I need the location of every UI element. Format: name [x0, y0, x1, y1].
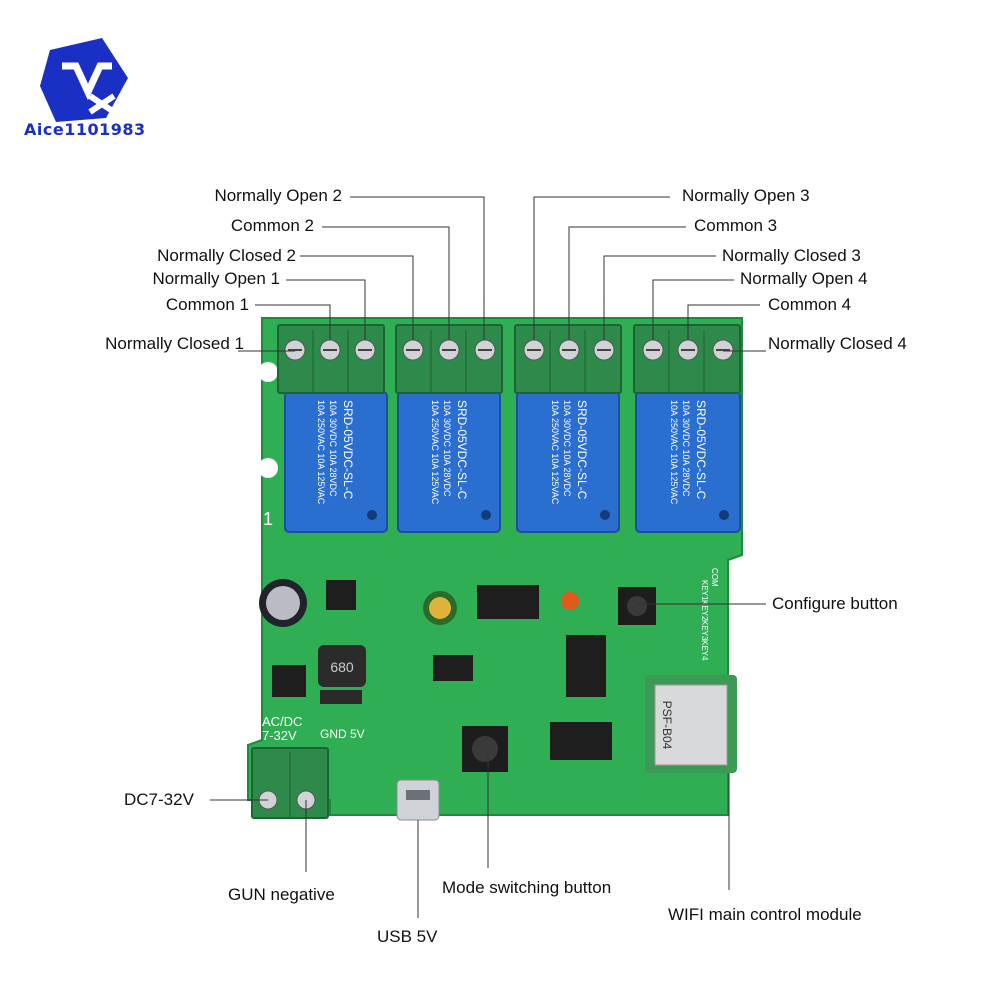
callout-lines — [210, 196, 766, 918]
label-common-1: Common 1 — [165, 295, 249, 314]
callout-com1 — [255, 304, 331, 340]
label-configure-button: Configure button — [772, 594, 898, 613]
label-mode-switching-button: Mode switching button — [442, 878, 612, 897]
mode-button-part — [462, 726, 508, 772]
diode-d1 — [320, 690, 362, 704]
electrolytic-capacitor-large — [259, 579, 307, 627]
status-led — [561, 592, 579, 610]
terminal-block-4 — [633, 324, 741, 394]
terminal-block-3 — [514, 324, 622, 394]
callout-no2 — [350, 196, 485, 340]
label-common-3: Common 3 — [694, 216, 778, 235]
label-gun-negative: GUN negative — [228, 885, 335, 904]
brand-wordmark: Aice1101983 — [24, 120, 146, 139]
silk-number-1: 1 — [263, 509, 273, 529]
callout-no4 — [652, 279, 734, 340]
relay-3-model: SRD-05VDC-SL-C — [575, 400, 589, 500]
callout-nc3 — [603, 255, 716, 340]
regulator-q1 — [272, 665, 306, 697]
label-normally-closed-1: Normally Closed 1 — [105, 334, 244, 353]
electrolytic-capacitor-small — [423, 591, 457, 625]
silk-key1: KEY1 — [700, 580, 709, 601]
terminal-block-1 — [277, 324, 385, 394]
silk-ac-dc: AC/DC — [262, 714, 302, 729]
chip-u1 — [326, 580, 356, 610]
label-common-4: Common 4 — [768, 295, 852, 314]
chip-u2 — [477, 585, 539, 619]
usb-connector — [396, 779, 440, 821]
chip-u4 — [550, 722, 612, 760]
relay-2-rating-1: 10A 250VAC 10A 125VAC — [430, 400, 440, 505]
silk-key2: KEY2 — [700, 600, 709, 621]
callout-no3 — [533, 196, 670, 340]
label-common-2: Common 2 — [230, 216, 314, 235]
callout-com3 — [568, 226, 686, 340]
wifi-module: PSF-B04 — [645, 675, 737, 773]
label-usb-5v: USB 5V — [377, 927, 438, 946]
label-normally-open-4: Normally Open 4 — [740, 269, 868, 288]
callout-com2 — [322, 226, 450, 340]
relay-4-rating-2: 10A 30VDC 10A 28VDC — [681, 400, 691, 497]
silk-key4: KEY4 — [700, 640, 709, 661]
terminal-block-2 — [395, 324, 503, 394]
configure-button-part — [618, 587, 656, 625]
relay-3-rating-2: 10A 30VDC 10A 28VDC — [562, 400, 572, 497]
callout-com4 — [687, 304, 760, 340]
relay-2-rating-2: 10A 30VDC 10A 28VDC — [442, 400, 452, 497]
power-terminal-block — [251, 747, 329, 819]
relay-2-model: SRD-05VDC-SL-C — [455, 400, 469, 500]
silk-gnd-5v: GND 5V — [320, 727, 365, 741]
relay-1-rating-2: 10A 30VDC 10A 28VDC — [328, 400, 338, 497]
relay-4-model: SRD-05VDC-SL-C — [694, 400, 708, 500]
silk-key-com: COM — [710, 568, 719, 587]
silk-voltage: 7-32V — [262, 728, 297, 743]
label-normally-closed-3: Normally Closed 3 — [722, 246, 861, 265]
regulator-q2 — [433, 655, 473, 681]
label-dc-input: DC7-32V — [124, 790, 194, 809]
relay-1 — [284, 391, 388, 533]
label-normally-open-2: Normally Open 2 — [214, 186, 342, 205]
label-normally-closed-4: Normally Closed 4 — [768, 334, 907, 353]
relay-1-model: SRD-05VDC-SL-C — [341, 400, 355, 500]
wifi-module-marking: PSF-B04 — [660, 701, 674, 750]
inductor-marking: 680 — [330, 659, 354, 675]
callout-no1 — [286, 279, 366, 340]
relay-3 — [516, 391, 620, 533]
chip-u3 — [566, 635, 606, 697]
label-wifi-module: WIFI main control module — [668, 905, 862, 924]
brand-logo — [40, 38, 128, 122]
relay-1-rating-1: 10A 250VAC 10A 125VAC — [316, 400, 326, 505]
inductor: 680 — [318, 645, 366, 687]
label-normally-closed-2: Normally Closed 2 — [157, 246, 296, 265]
label-normally-open-1: Normally Open 1 — [152, 269, 280, 288]
callout-nc2 — [300, 255, 414, 340]
relay-3-rating-1: 10A 250VAC 10A 125VAC — [550, 400, 560, 505]
label-normally-open-3: Normally Open 3 — [682, 186, 810, 205]
relay-4-rating-1: 10A 250VAC 10A 125VAC — [669, 400, 679, 505]
silk-key3: KEY3 — [700, 620, 709, 641]
